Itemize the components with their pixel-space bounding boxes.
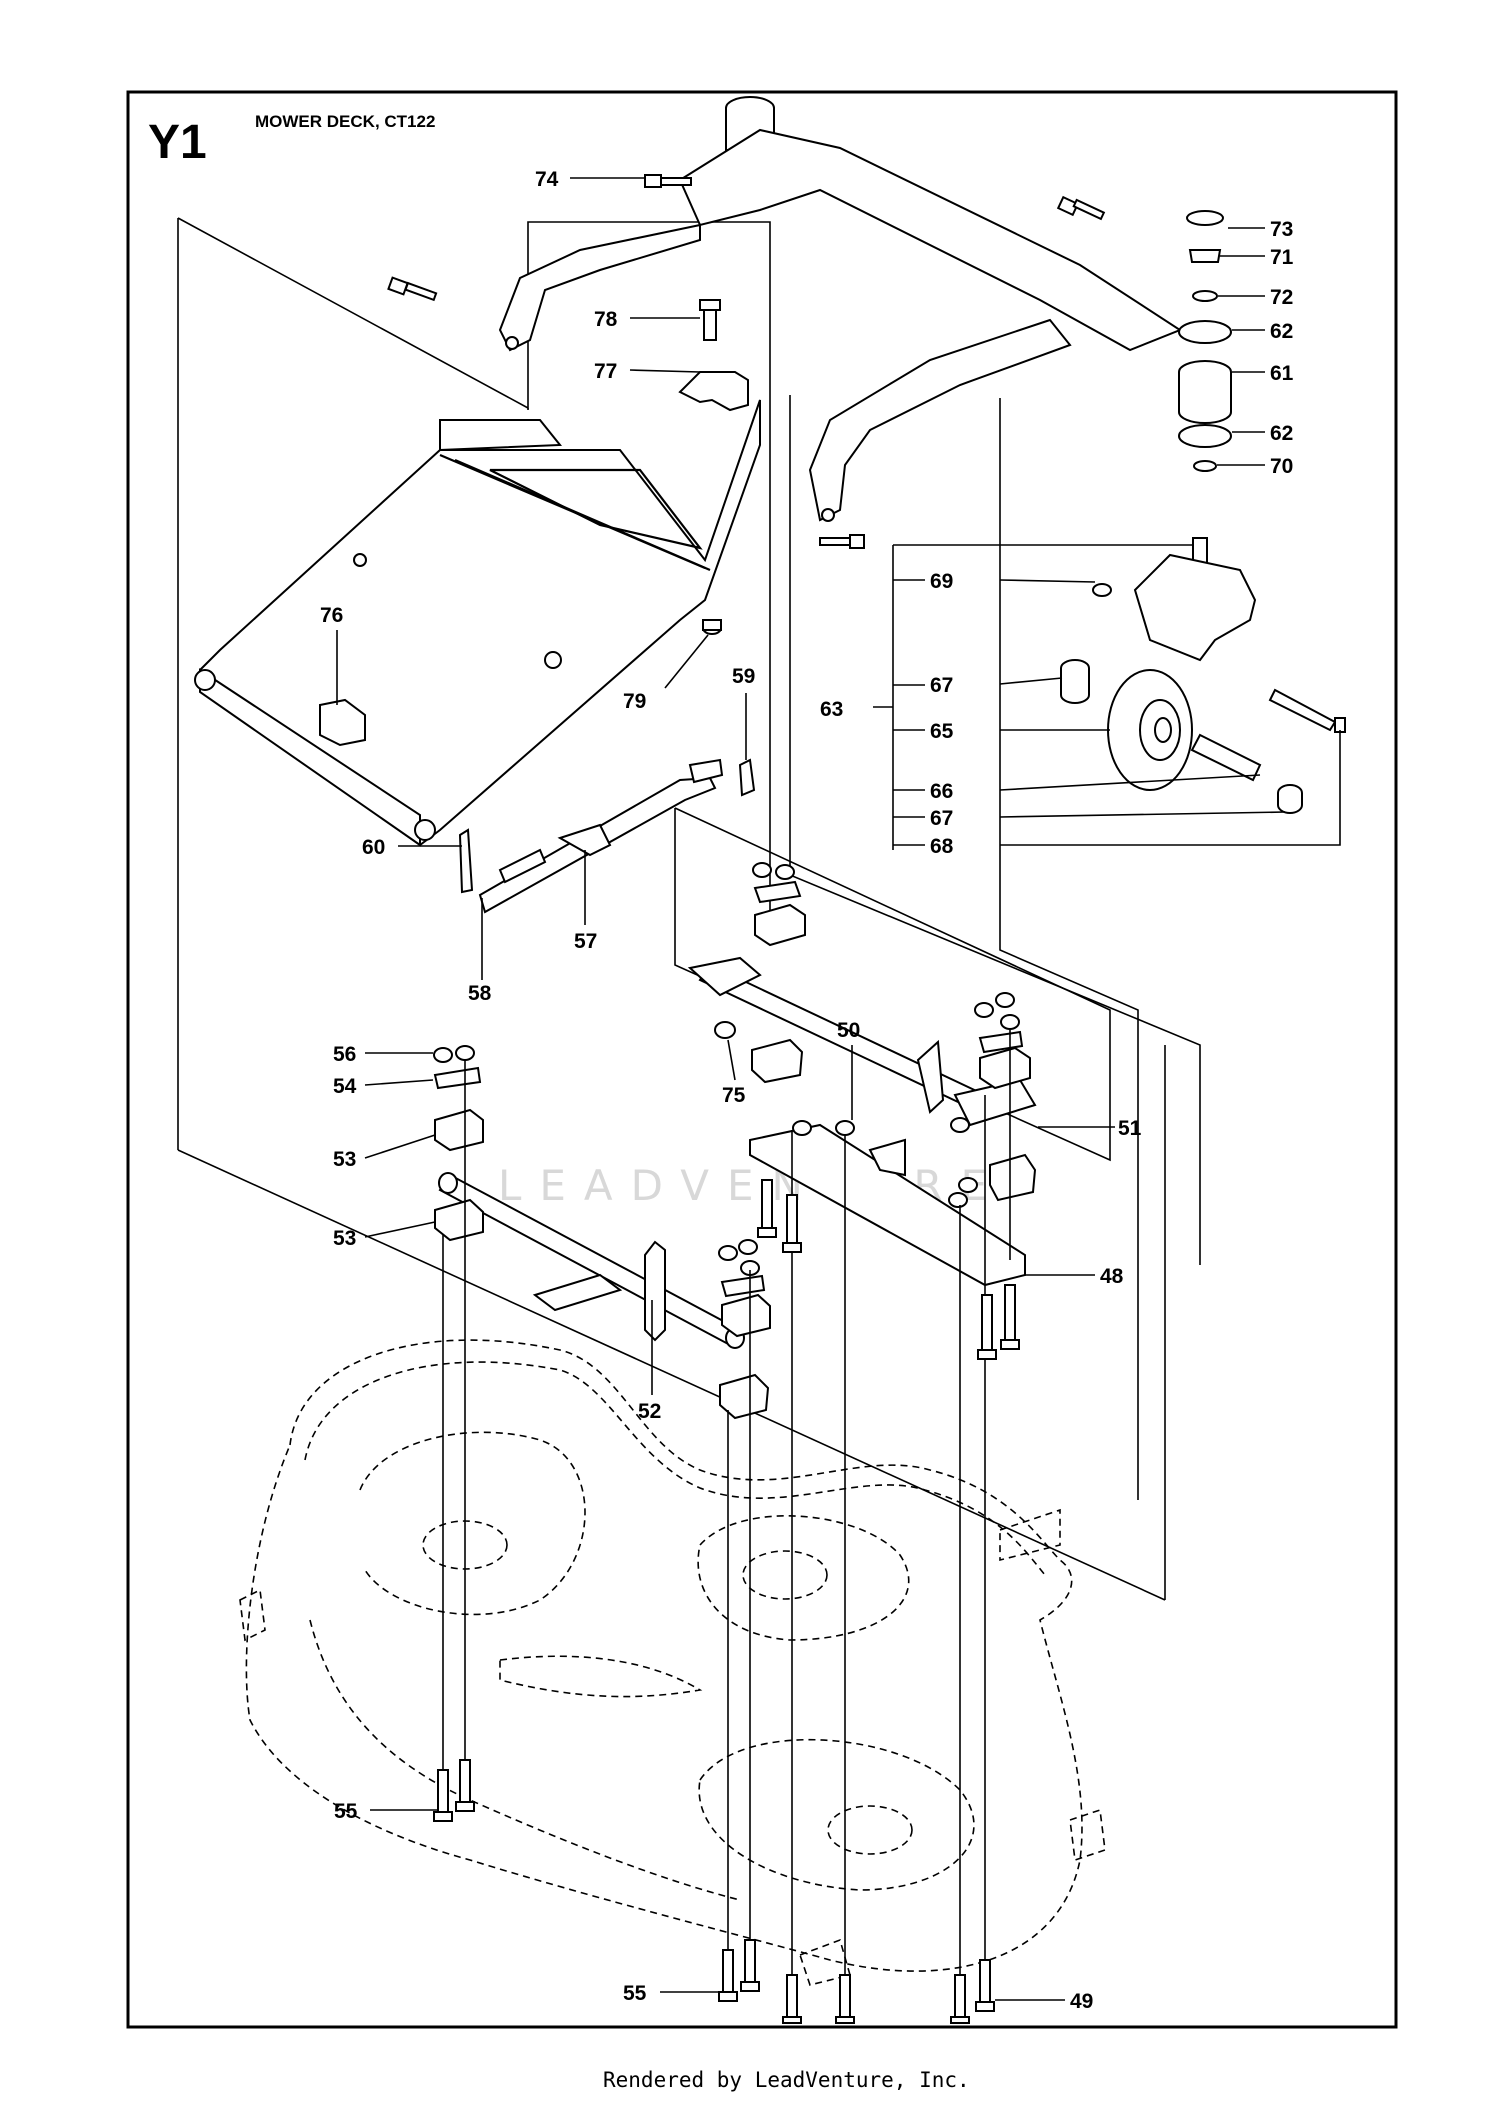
callout-67-lower: 67 (930, 807, 953, 830)
callout-54: 54 (333, 1075, 357, 1098)
bracket-48 (749, 1120, 1026, 1287)
callout-49: 49 (1070, 1990, 1093, 2013)
bolt-right-top (1056, 195, 1106, 221)
callout-66: 66 (930, 780, 953, 803)
callout-72: 72 (1270, 286, 1293, 309)
bolt-74 (644, 174, 692, 188)
callout-51: 51 (1118, 1117, 1142, 1140)
callout-56: 56 (333, 1043, 356, 1066)
callout-57: 57 (574, 930, 597, 953)
callout-70: 70 (1270, 455, 1293, 478)
callout-61: 61 (1270, 362, 1294, 385)
hitch-frame-76 (194, 399, 761, 847)
callout-77: 77 (594, 360, 617, 383)
callout-58: 58 (468, 982, 492, 1005)
callout-79: 79 (623, 690, 646, 713)
section-code: Y1 (148, 116, 207, 169)
clamp-stack-right-top (950, 992, 1037, 1202)
lift-rod-57 (458, 758, 756, 914)
callout-73: 73 (1270, 218, 1293, 241)
deck-bolts (433, 1759, 995, 2024)
callout-62-upper: 62 (1270, 320, 1293, 343)
callout-75: 75 (722, 1084, 746, 1107)
bracket-77 (678, 299, 749, 635)
lift-arm-assembly (498, 96, 1183, 522)
callout-55-center: 55 (623, 1982, 647, 2005)
callout-50: 50 (837, 1019, 860, 1042)
callout-68: 68 (930, 835, 954, 858)
callout-55-left: 55 (334, 1800, 358, 1823)
callout-60: 60 (362, 836, 385, 859)
clamp-stack-left (433, 1045, 484, 1242)
caster-assembly (1060, 210, 1346, 814)
callout-53-upper: 53 (333, 1148, 356, 1171)
bolts-under-48 (757, 1179, 1020, 1360)
callout-67-upper: 67 (930, 674, 953, 697)
callout-76: 76 (320, 604, 343, 627)
axle-front (687, 956, 1037, 1127)
callout-71: 71 (1270, 246, 1294, 269)
callout-63: 63 (820, 698, 843, 721)
diagram-title: MOWER DECK, CT122 (255, 112, 435, 131)
mower-deck-outline (239, 1339, 1106, 1986)
callout-53-lower: 53 (333, 1227, 356, 1250)
footer-credit: Rendered by LeadVenture, Inc. (603, 2068, 970, 2092)
callout-48: 48 (1100, 1265, 1124, 1288)
callout-52: 52 (638, 1400, 661, 1423)
callout-62-lower: 62 (1270, 422, 1293, 445)
clamp-stack-center-top (751, 862, 806, 1084)
callout-59: 59 (732, 665, 755, 688)
diagram-frame (126, 90, 1398, 2029)
bolt-left-arm (387, 276, 438, 302)
assembly-outlines (177, 217, 1201, 1601)
bolt-right-arm (819, 534, 865, 549)
callout-65: 65 (930, 720, 954, 743)
callouts: 74 73 71 72 62 61 62 70 78 77 76 79 (320, 168, 1341, 2013)
callout-74: 74 (535, 168, 559, 191)
axle-rear-52 (438, 1172, 745, 1349)
clamp-stack-center-low (718, 1239, 771, 1420)
callout-78: 78 (594, 308, 618, 331)
callout-69: 69 (930, 570, 953, 593)
